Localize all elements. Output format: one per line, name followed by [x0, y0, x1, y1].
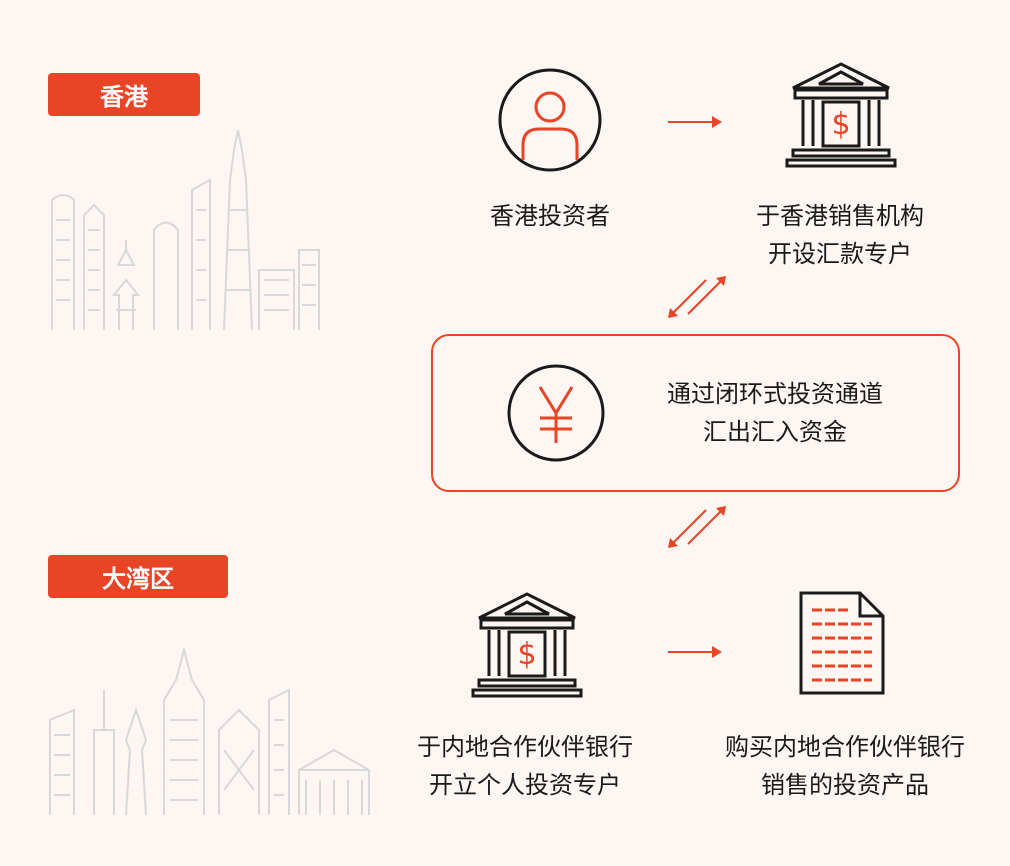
document-icon: [799, 591, 885, 695]
closed-loop-channel-line-2: 汇出汇入资金: [703, 418, 847, 446]
yen-icon: [507, 364, 605, 462]
mainland-investment-account-line-1: 于内地合作伙伴银行: [417, 733, 633, 761]
region-tag-greater-bay-area: 大湾区: [48, 555, 228, 598]
arrow-right-icon: [668, 116, 722, 128]
purchase-products-line-1: 购买内地合作伙伴银行: [725, 733, 965, 761]
hong-kong-investor-label: 香港投资者: [470, 197, 630, 235]
svg-text:$: $: [517, 637, 536, 672]
closed-loop-channel-box: [431, 334, 960, 492]
person-icon: [498, 68, 602, 172]
hong-kong-investor-line-1: 香港投资者: [490, 202, 610, 230]
closed-loop-channel-line-1: 通过闭环式投资通道: [667, 380, 883, 408]
mainland-investment-account-line-2: 开立个人投资专户: [429, 771, 621, 799]
closed-loop-channel-label: 通过闭环式投资通道 汇出汇入资金: [620, 375, 930, 451]
bank-icon: $: [471, 592, 583, 698]
hong-kong-remittance-account-line-1: 于香港销售机构: [756, 202, 924, 230]
purchase-products-label: 购买内地合作伙伴银行 销售的投资产品: [700, 728, 990, 804]
greater-bay-area-skyline-illustration: [49, 646, 370, 816]
bidirectional-transfer-arrows-icon: [668, 506, 726, 548]
svg-text:$: $: [831, 107, 850, 142]
arrow-right-icon: [668, 646, 722, 658]
hong-kong-remittance-account-label: 于香港销售机构 开设汇款专户: [720, 197, 960, 273]
bidirectional-transfer-arrows-icon: [668, 276, 726, 318]
hong-kong-skyline-illustration: [51, 129, 320, 331]
hong-kong-remittance-account-line-2: 开设汇款专户: [768, 240, 912, 268]
bank-icon: $: [785, 62, 897, 168]
purchase-products-line-2: 销售的投资产品: [761, 771, 929, 799]
region-tag-hong-kong: 香港: [48, 73, 200, 116]
mainland-investment-account-label: 于内地合作伙伴银行 开立个人投资专户: [390, 728, 660, 804]
